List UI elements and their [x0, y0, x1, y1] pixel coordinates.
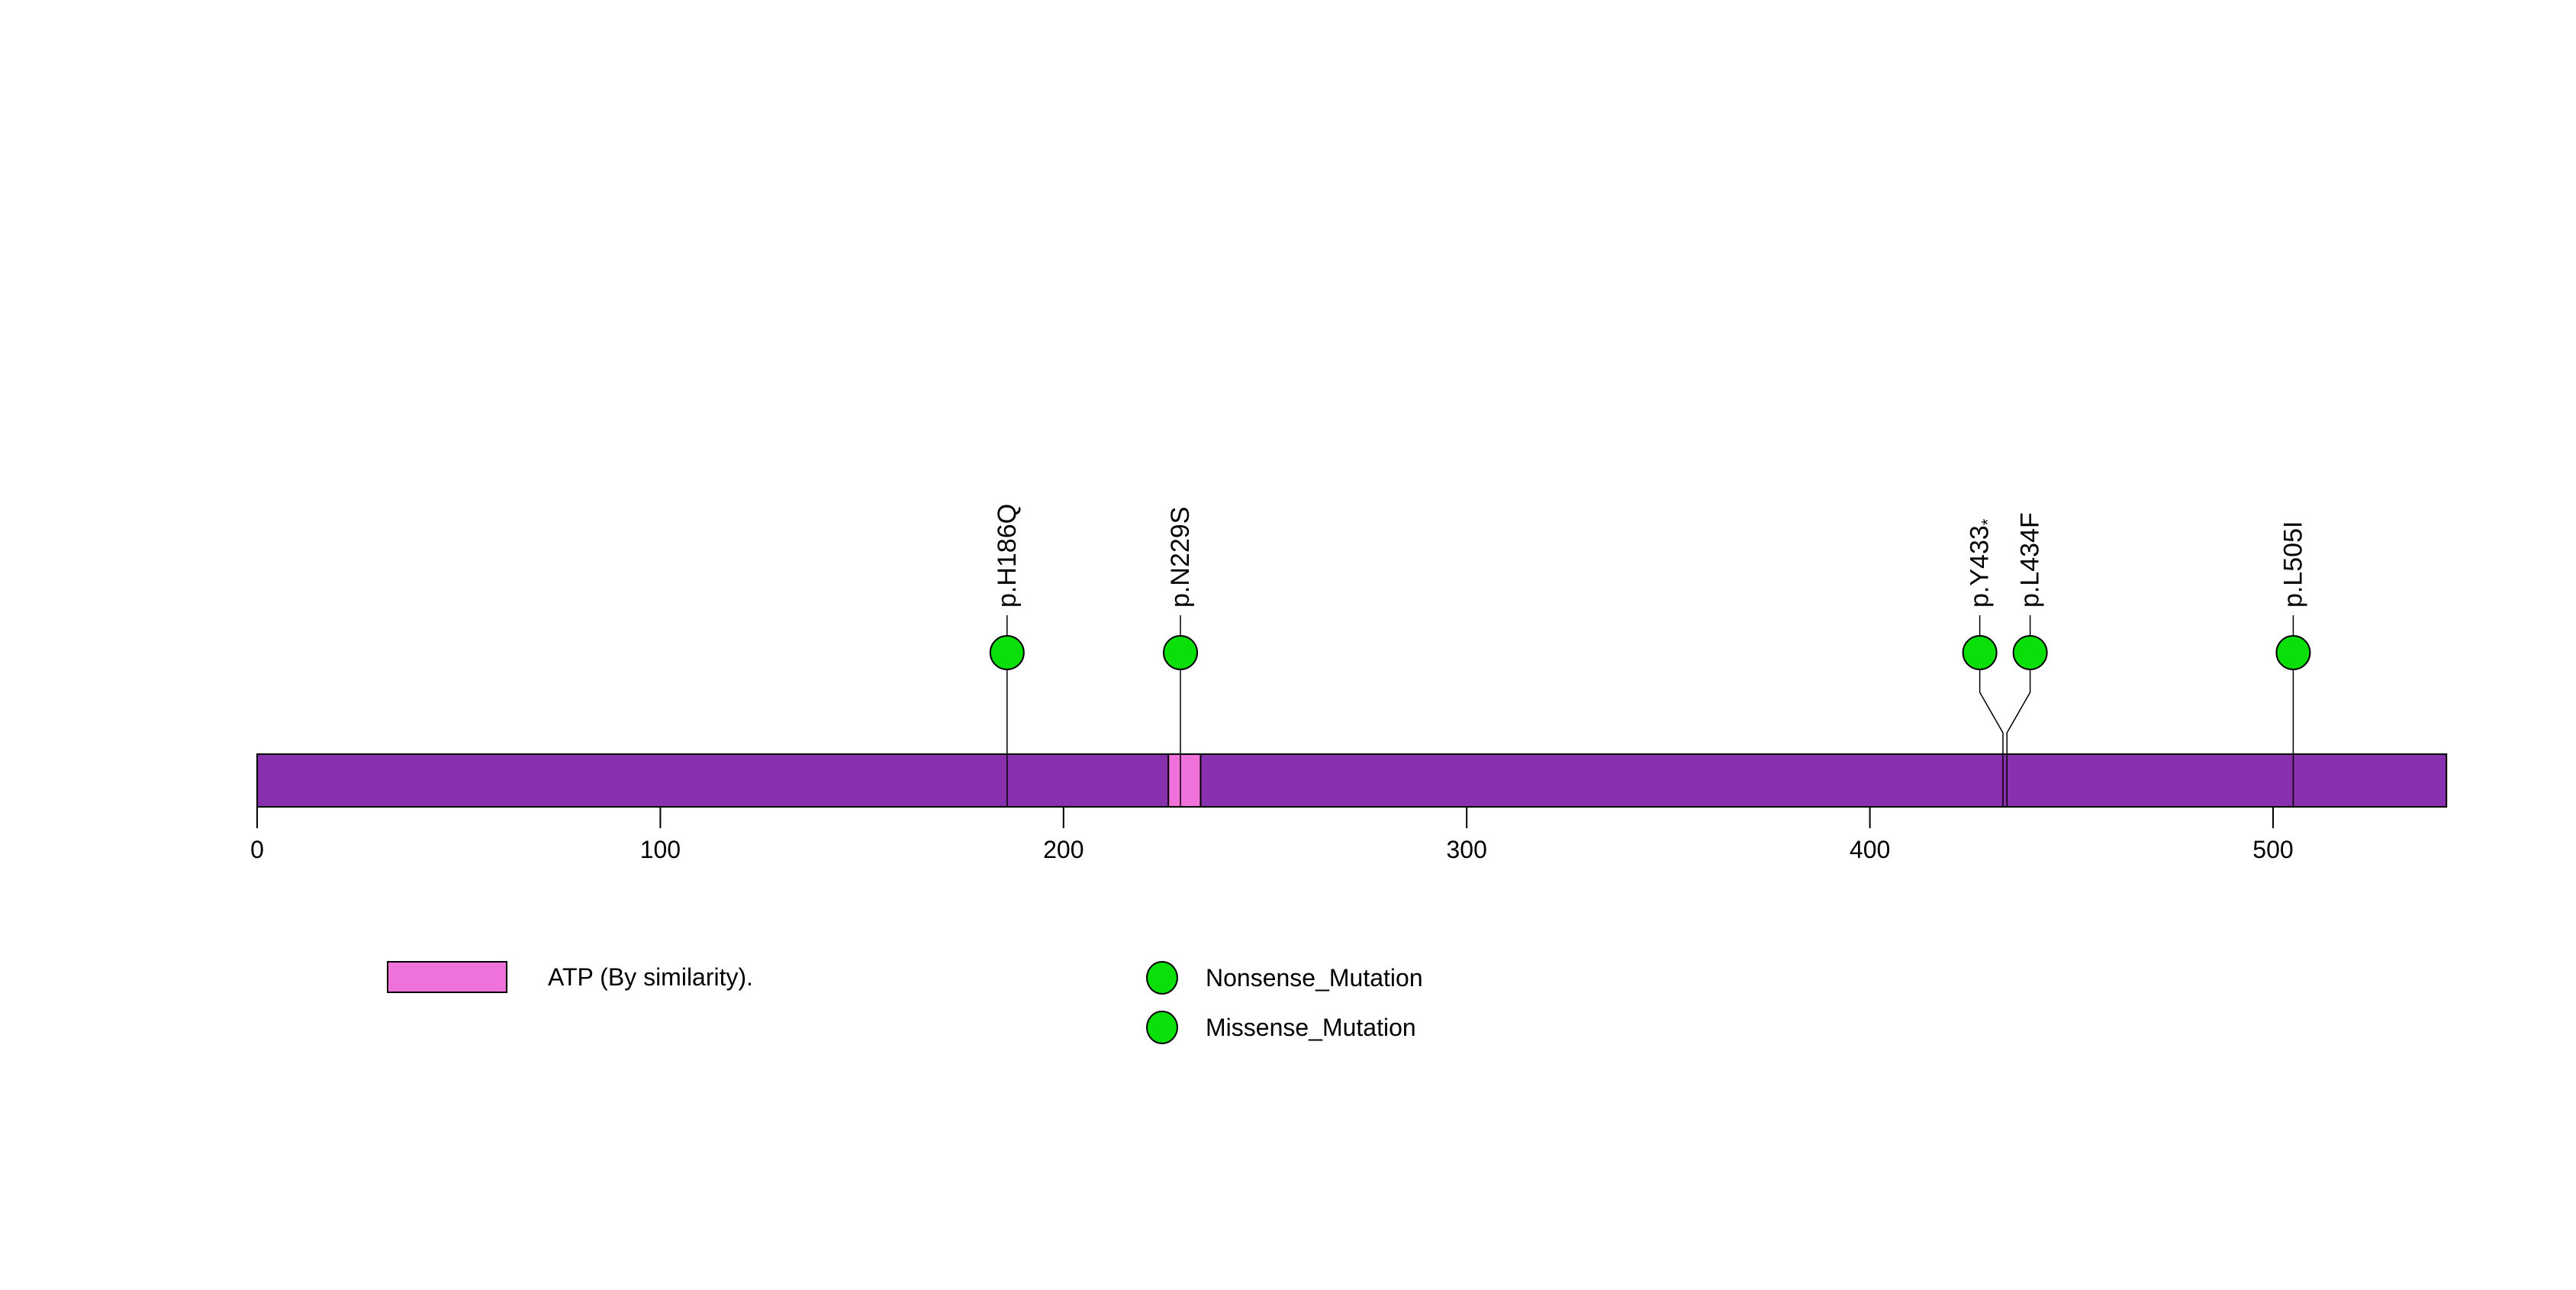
mutation-circle-pn229s — [1163, 635, 1199, 670]
axis-tick-label: 200 — [1043, 836, 1084, 863]
axis-tick-label: 500 — [2252, 836, 2293, 863]
domain-atp-region — [1167, 753, 1202, 808]
mutation-circle-ph186q — [989, 635, 1025, 670]
protein-backbone-bar — [256, 753, 2448, 808]
mutation-stem — [1979, 669, 2004, 806]
legend-label-missense-mutation: Missense_Mutation — [1206, 1013, 1416, 1041]
legend-marker-missense-mutation — [1146, 1011, 1178, 1044]
legend-label-atp-domain: ATP (By similarity). — [548, 963, 754, 991]
legend-label-nonsense-mutation: Nonsense_Mutation — [1206, 963, 1423, 992]
axis-tick-label: 400 — [1850, 836, 1890, 863]
mutation-label: p.H186Q — [993, 504, 1022, 608]
mutation-label: p.L434F — [2016, 512, 2045, 608]
axis-tick-label: 0 — [250, 836, 264, 863]
mutation-label: p.N229S — [1166, 507, 1195, 608]
mutation-circle-pl505i — [2275, 635, 2311, 670]
axis-tick-label: 300 — [1447, 836, 1487, 863]
legend-marker-nonsense-mutation — [1146, 961, 1178, 995]
mutation-circle-py433 — [1962, 635, 1998, 670]
legend-swatch-atp-domain — [387, 961, 507, 993]
mutation-label: p.L505I — [2278, 521, 2307, 608]
axis-tick-label: 100 — [640, 836, 681, 863]
mutation-stem — [2006, 669, 2031, 806]
mutation-label: p.Y433* — [1966, 518, 1998, 608]
mutation-circle-pl434f — [2012, 635, 2048, 670]
